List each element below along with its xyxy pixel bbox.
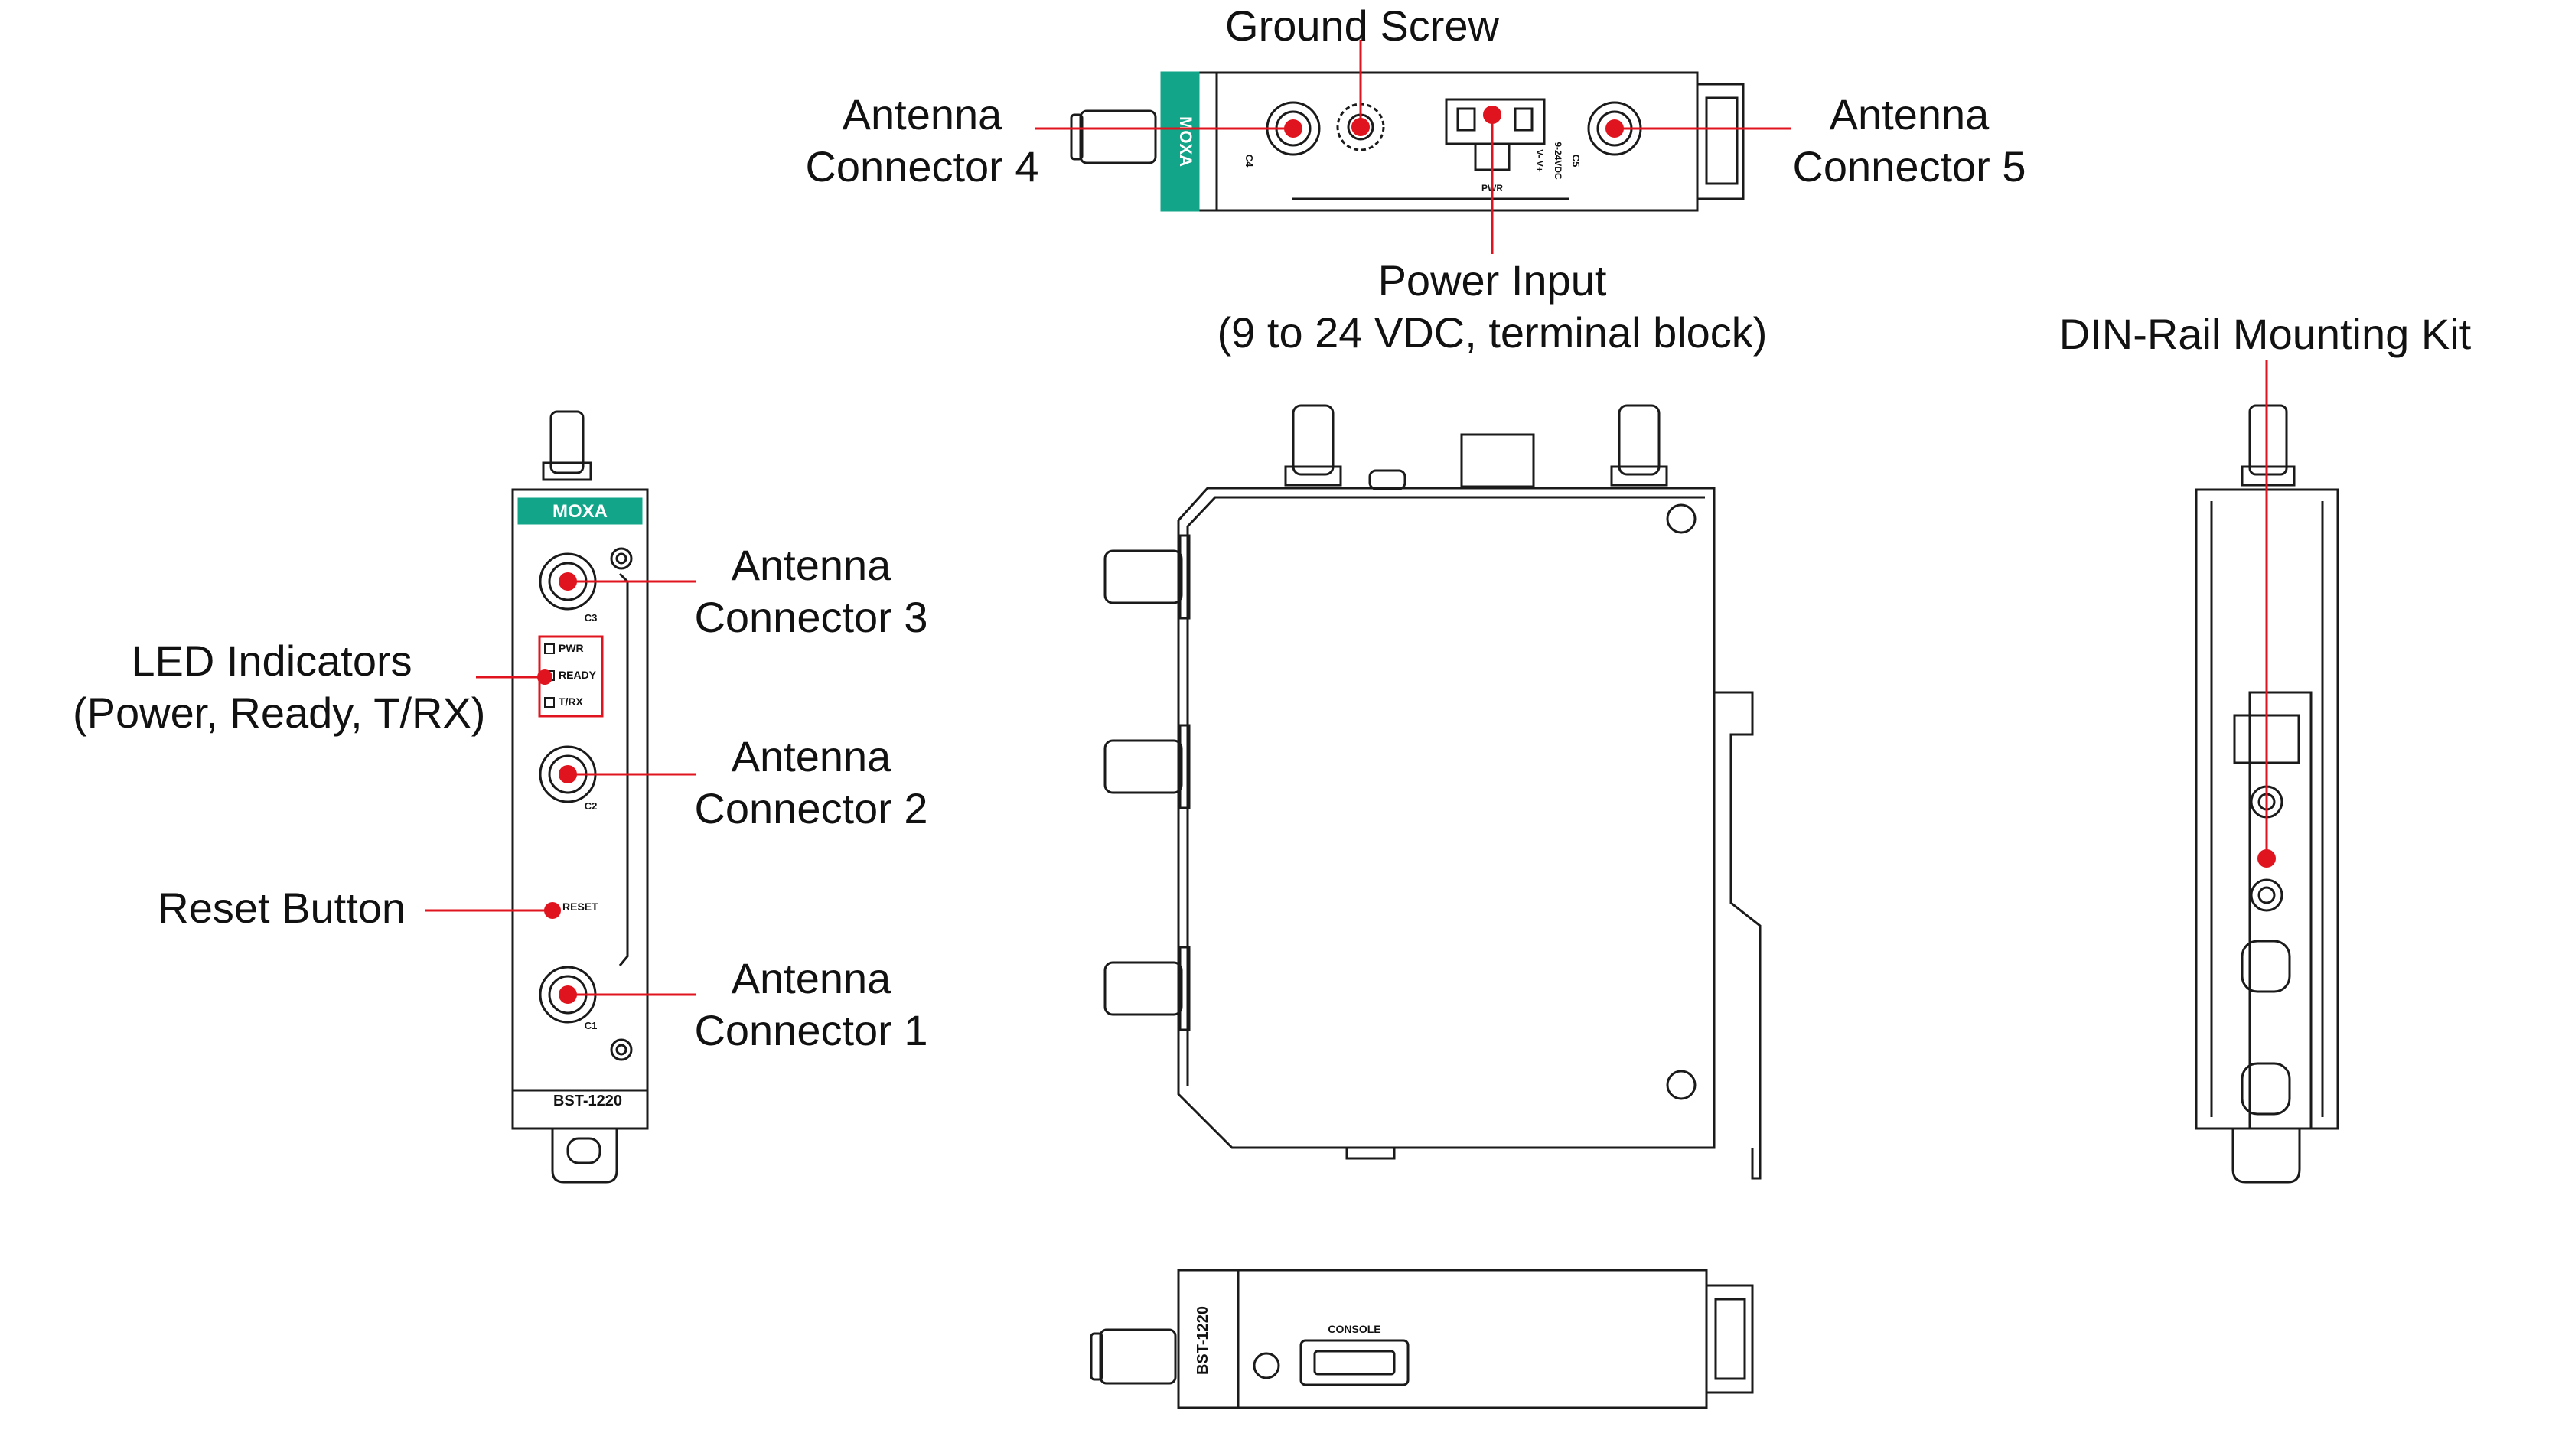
led-trx-label: T/RX — [559, 695, 584, 708]
callout-ground-screw: Ground Screw — [1225, 2, 1499, 50]
pwr-rating-label: 9-24VDC — [1553, 142, 1563, 180]
callout-antenna-connector-4: Antenna Connector 4 — [805, 90, 1039, 191]
callout-antenna-connector-2: Antenna Connector 2 — [694, 732, 928, 832]
led-ready-label: READY — [559, 669, 597, 681]
c3-label: C3 — [585, 612, 598, 624]
callout-led-indicators: LED Indicators (Power, Ready, T/RX) — [73, 637, 486, 737]
model-label-front: BST-1220 — [553, 1093, 622, 1109]
top-view-moxa-strip — [1160, 71, 1200, 212]
front-view-body — [511, 488, 649, 1130]
callout-antenna-connector-1: Antenna Connector 1 — [694, 954, 928, 1054]
device-labels: MOXA MOXA BST-1220 BST-1220 PWR READY T/… — [552, 116, 1582, 1375]
console-port — [1299, 1339, 1410, 1386]
reset-label: RESET — [562, 901, 598, 913]
callout-power-input: Power Input (9 to 24 VDC, terminal block… — [1217, 256, 1768, 357]
brand-front: MOXA — [552, 501, 608, 522]
model-label-bottom: BST-1220 — [1195, 1306, 1211, 1375]
front-view — [511, 410, 649, 1184]
console-label: CONSOLE — [1328, 1323, 1380, 1335]
pwr-pins-label: V- V+ — [1534, 149, 1545, 172]
c1-label: C1 — [585, 1020, 598, 1031]
right-view — [2195, 404, 2339, 1184]
c4-label: C4 — [1244, 155, 1255, 168]
c2-label: C2 — [585, 800, 598, 812]
c5-label: C5 — [1570, 155, 1582, 168]
callout-dots — [537, 106, 2276, 1004]
callout-leaders — [425, 40, 2268, 996]
front-antenna-stub — [549, 410, 585, 474]
front-moxa-bar — [517, 497, 643, 525]
brand-top: MOXA — [1176, 116, 1195, 167]
top-view — [1070, 71, 1745, 212]
callout-antenna-connector-3: Antenna Connector 3 — [694, 541, 928, 641]
top-antenna-stub-left — [1079, 109, 1157, 164]
bottom-view — [1090, 1269, 1754, 1409]
bottom-view-body — [1177, 1269, 1708, 1409]
side-view-body — [1177, 487, 1716, 1149]
callout-din-rail-kit: DIN-Rail Mounting Kit — [2058, 310, 2472, 358]
din-rail-kit — [2248, 691, 2313, 1130]
led-pwr-label: PWR — [559, 642, 584, 654]
callout-antenna-connector-5: Antenna Connector 5 — [1792, 90, 2026, 191]
callout-reset-button: Reset Button — [158, 884, 406, 932]
top-view-body — [1160, 71, 1699, 212]
side-view — [1103, 404, 1762, 1180]
